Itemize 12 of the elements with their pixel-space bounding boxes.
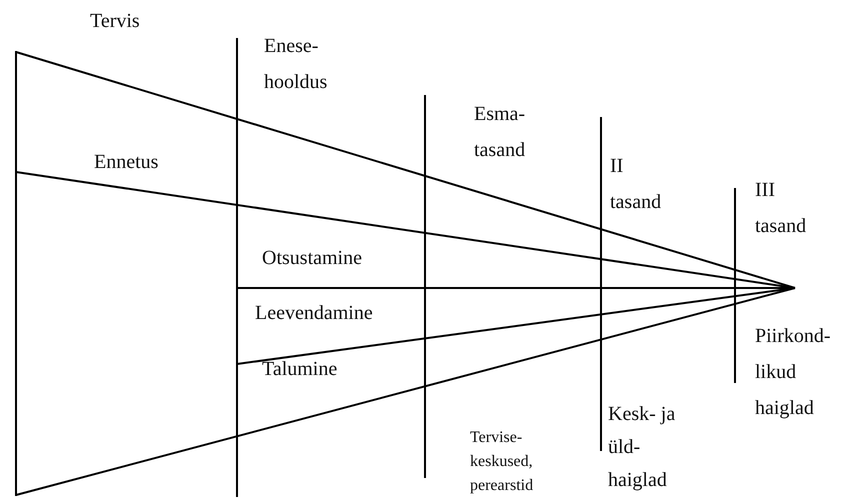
column-footer: Kesk- ja üld- haiglad	[608, 398, 683, 497]
row-label: Otsustamine	[262, 246, 363, 271]
column-heading: III tasand	[755, 178, 808, 239]
column-footer: Tervise- keskused, perearstid	[470, 426, 570, 498]
row-label: Ennetus	[94, 150, 160, 175]
row-label: Talumine	[262, 357, 338, 382]
column-heading: Tervis	[90, 9, 141, 34]
column-heading: Esma- tasand	[474, 102, 526, 163]
column-heading: Enese- hooldus	[264, 34, 328, 95]
row-label: Leevendamine	[255, 301, 374, 326]
column-footer: Piirkond- likud haiglad	[755, 318, 847, 426]
column-heading: II tasand	[610, 154, 662, 215]
